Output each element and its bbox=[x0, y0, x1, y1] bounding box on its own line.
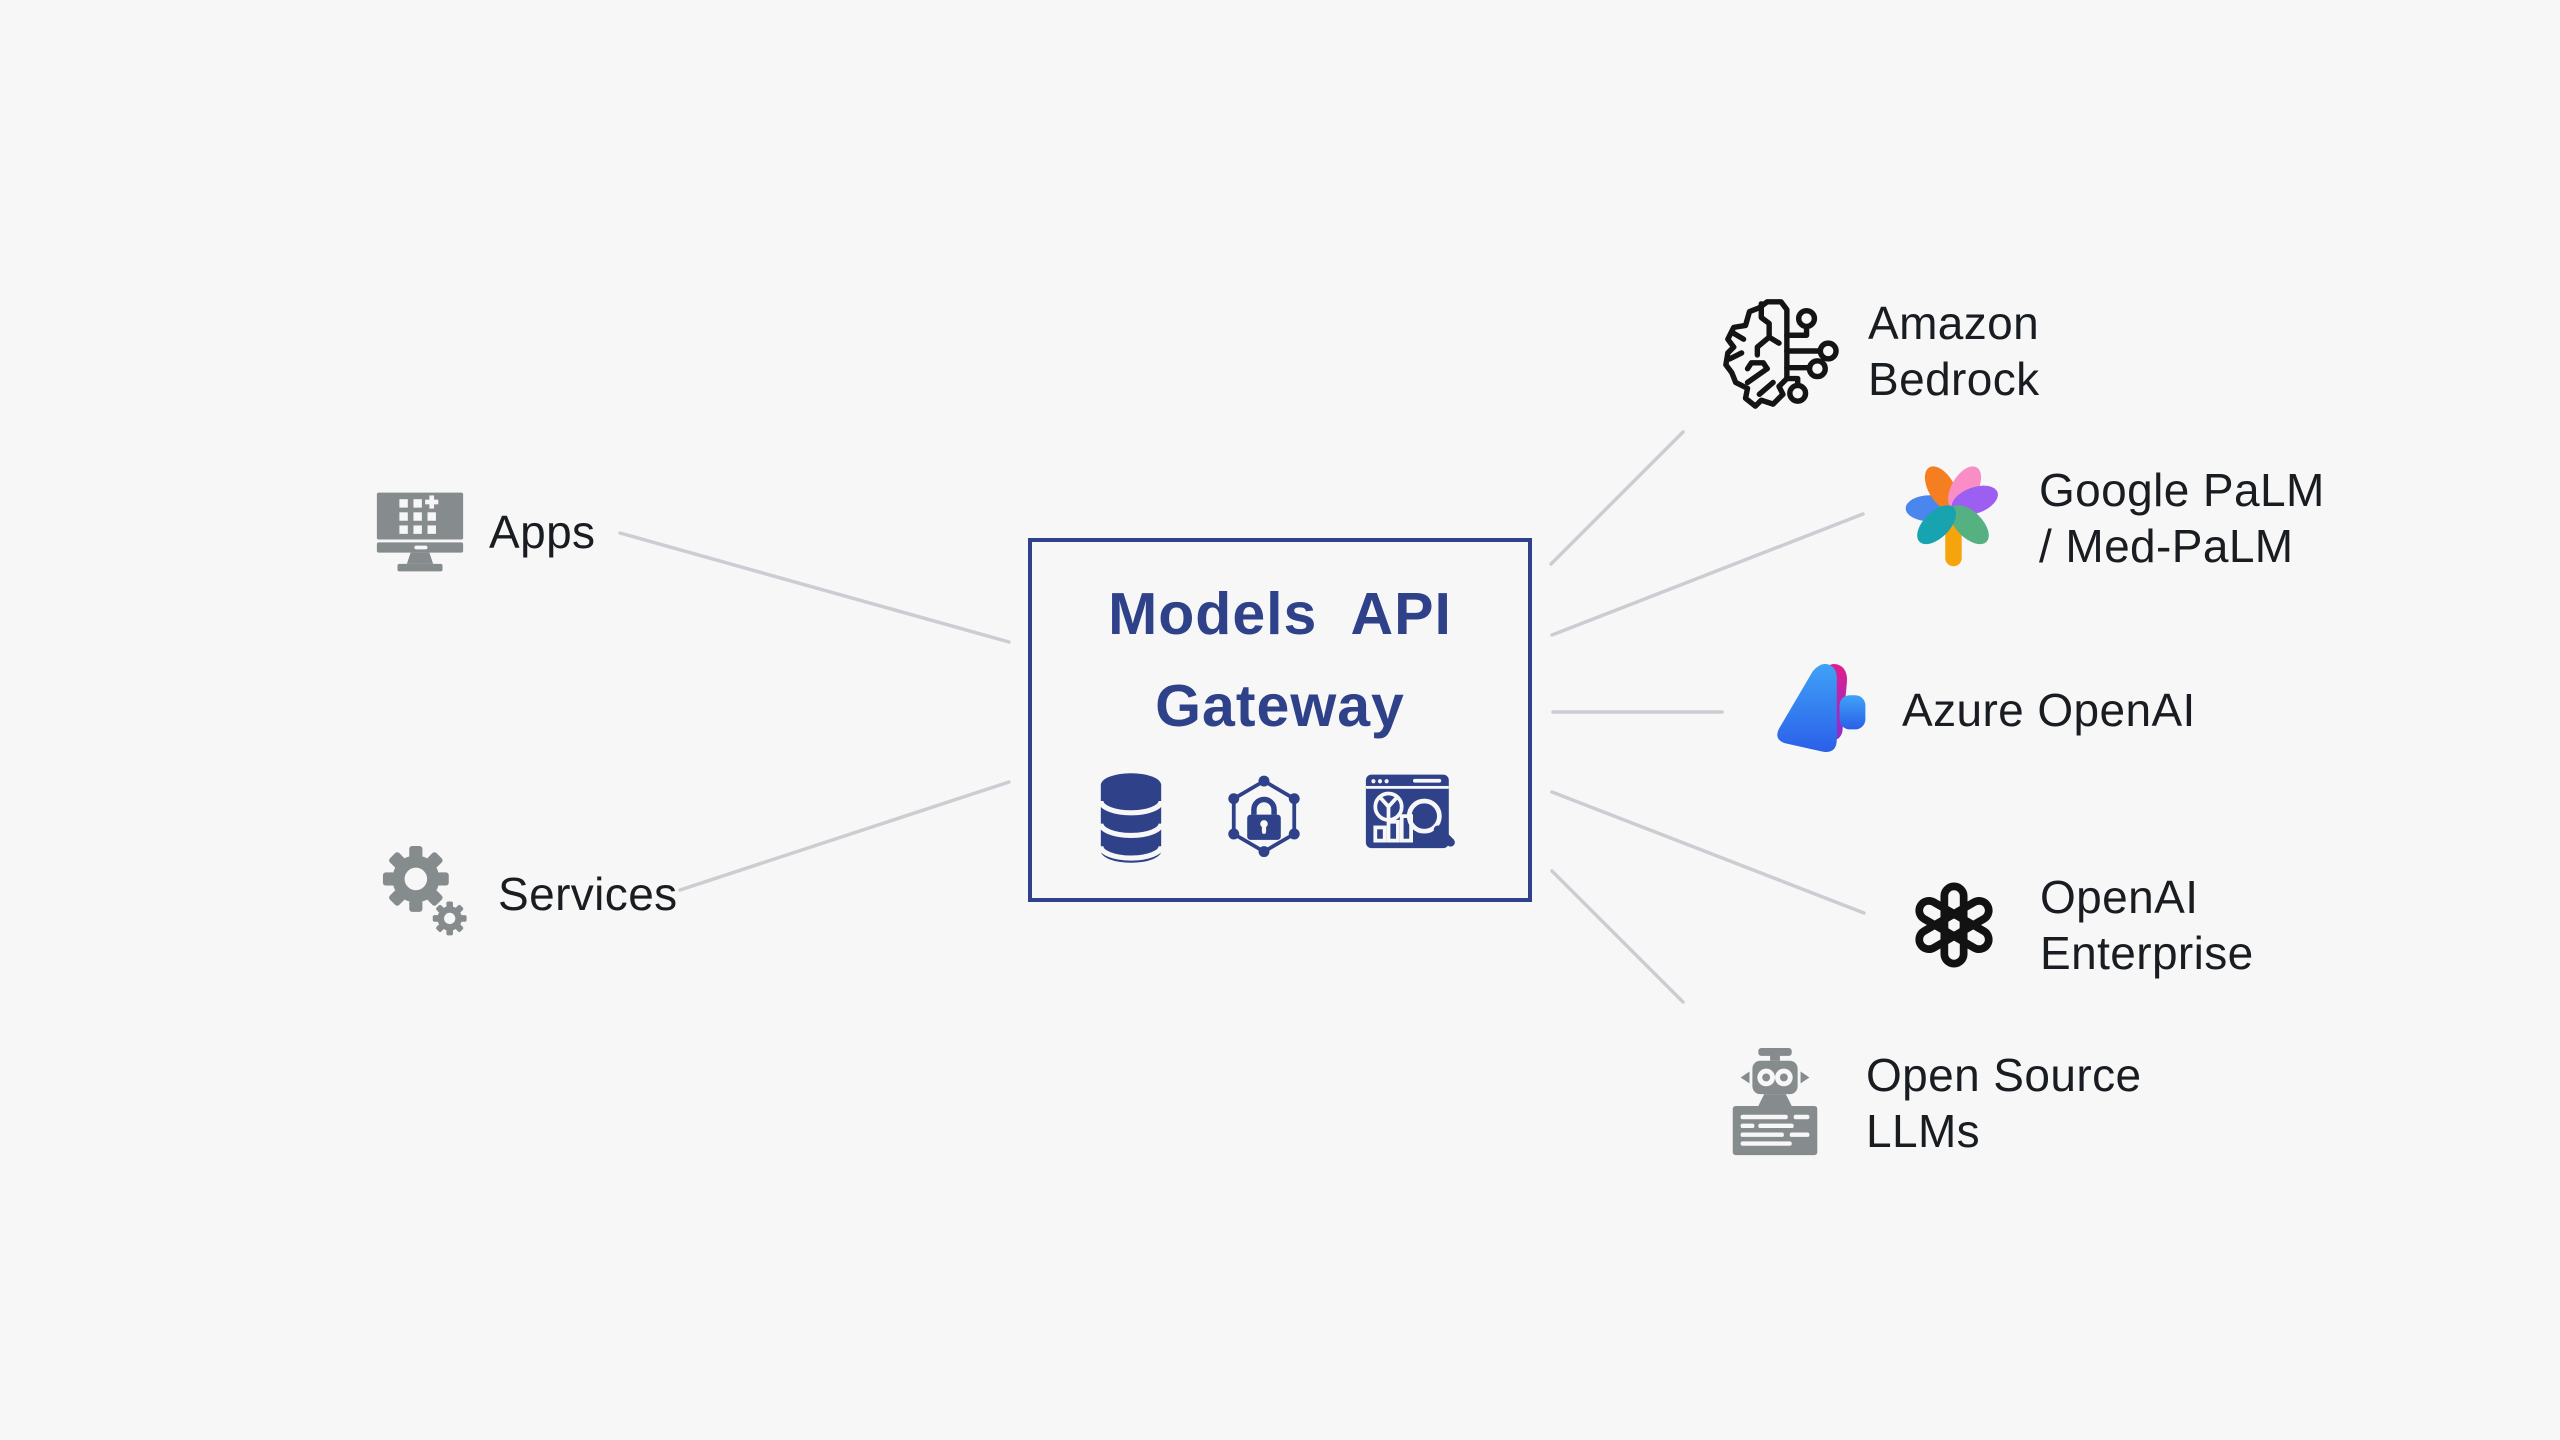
node-services-label: Services bbox=[498, 868, 678, 920]
database-icon bbox=[1098, 773, 1164, 863]
node-apps-label: Apps bbox=[489, 506, 596, 558]
robot-document-icon bbox=[1732, 1047, 1818, 1156]
node-amazon-bedrock-label: Amazon Bedrock bbox=[1868, 297, 2040, 405]
gateway-title-line1: Models API bbox=[1108, 581, 1452, 647]
edge-openai-enterprise bbox=[1550, 790, 1866, 915]
brain-circuit-icon bbox=[1723, 299, 1839, 409]
palm-tree-icon bbox=[1905, 466, 1998, 567]
node-open-source-llms-label: Open Source LLMs bbox=[1866, 1049, 2142, 1157]
node-azure-openai: Azure OpenAI bbox=[1774, 655, 2196, 765]
node-open-source-llms: Open Source LLMs bbox=[1720, 1046, 2141, 1160]
edge-google-palm bbox=[1550, 512, 1865, 637]
node-apps: Apps bbox=[375, 490, 595, 574]
edge-apps bbox=[618, 531, 1011, 644]
edge-services bbox=[678, 780, 1011, 892]
node-google-palm-label: Google PaLM / Med-PaLM bbox=[2039, 464, 2325, 572]
node-azure-openai-label: Azure OpenAI bbox=[1902, 684, 2196, 736]
node-google-palm: Google PaLM / Med-PaLM bbox=[1897, 462, 2325, 574]
edge-open-source-llms bbox=[1550, 869, 1685, 1004]
gateway-title-line2: Gateway bbox=[1155, 673, 1405, 739]
gateway-icons-row bbox=[1032, 768, 1528, 868]
node-openai-enterprise: OpenAI Enterprise bbox=[1898, 868, 2254, 982]
apps-monitor-icon bbox=[376, 492, 464, 572]
openai-logo-icon bbox=[1915, 882, 1993, 968]
models-api-gateway-box: Models API Gateway bbox=[1028, 538, 1532, 902]
secure-network-lock-icon bbox=[1228, 775, 1300, 858]
edge-amazon-bedrock bbox=[1549, 430, 1685, 566]
services-gears-icon bbox=[382, 846, 467, 936]
node-openai-enterprise-label: OpenAI Enterprise bbox=[2040, 871, 2254, 979]
gateway-title: Models API Gateway bbox=[1032, 568, 1528, 752]
node-services: Services bbox=[382, 844, 678, 944]
analytics-dashboard-icon bbox=[1365, 774, 1455, 849]
node-amazon-bedrock: Amazon Bedrock bbox=[1718, 290, 2040, 412]
azure-ai-logo-icon bbox=[1777, 663, 1866, 752]
